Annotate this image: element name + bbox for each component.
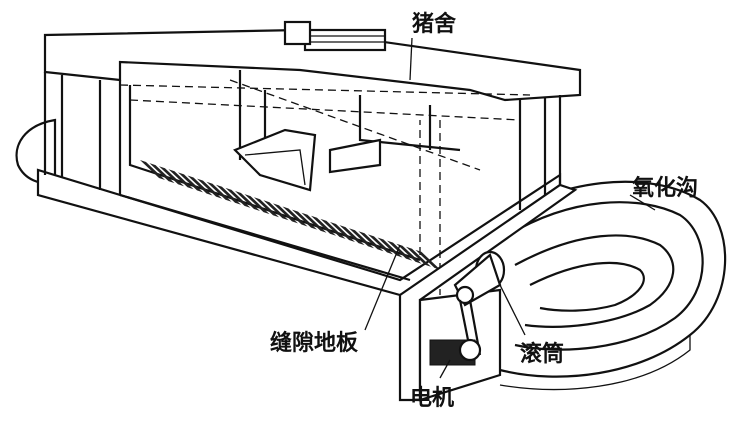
floor-slat	[187, 175, 213, 196]
floor-slat	[159, 166, 184, 187]
floor-slat	[197, 178, 222, 199]
leader-pig-house	[409, 37, 413, 81]
leader-ditch	[629, 194, 656, 211]
slatted-floor-shape	[140, 160, 441, 270]
floor-slat	[406, 246, 431, 267]
floor-slat	[292, 209, 317, 230]
floor-slat	[225, 187, 251, 208]
floor-slat	[301, 212, 327, 233]
floor-slat	[149, 163, 175, 184]
floor-slat	[140, 160, 165, 180]
floor-slat	[368, 234, 393, 255]
floor-slat	[330, 222, 355, 242]
floor-slat	[273, 203, 298, 224]
floor-slat	[339, 225, 365, 246]
floor-slat	[387, 240, 412, 261]
building	[36, 20, 582, 297]
floor-slat	[168, 169, 194, 190]
floor-slat	[320, 218, 346, 239]
floor-slat	[254, 197, 279, 218]
floor-slat	[311, 215, 336, 236]
floor-slat	[216, 184, 241, 205]
floor-slat	[282, 206, 308, 227]
floor-slat	[178, 172, 203, 193]
floor-slat	[244, 194, 270, 215]
label-slatted-floor: 缝隙地板	[270, 331, 359, 356]
label-pig-house: 猪舍	[412, 12, 457, 37]
leader-floor	[364, 244, 401, 331]
floor-slat	[349, 228, 374, 249]
label-oxidation-ditch: 氧化沟	[632, 176, 699, 201]
leader-drum	[499, 284, 526, 336]
label-drum: 滚筒	[520, 342, 565, 367]
floor-slat	[263, 200, 289, 221]
leader-motor	[439, 359, 451, 379]
drum-and-motor	[398, 183, 578, 402]
floor-slat	[396, 243, 422, 264]
label-motor: 电机	[410, 386, 455, 411]
floor-slat	[415, 249, 441, 270]
floor-slat	[235, 191, 260, 211]
floor-slat	[358, 231, 384, 252]
oxidation-ditch-shape	[478, 180, 727, 391]
floor-slat	[206, 181, 232, 202]
